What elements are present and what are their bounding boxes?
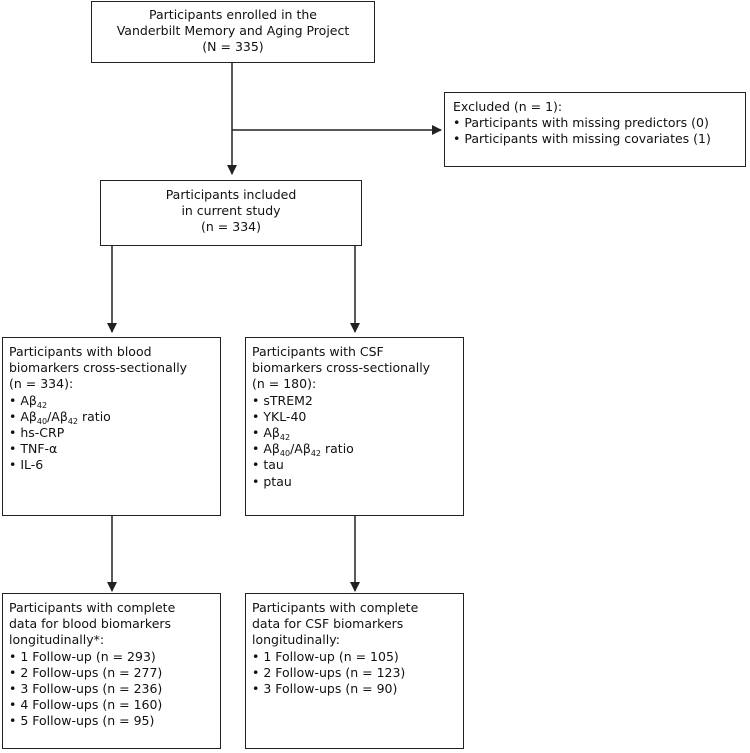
blood-long-list: 1 Follow-up (n = 293) 2 Follow-ups (n = … bbox=[9, 649, 214, 730]
biomarker-item: ptau bbox=[252, 474, 457, 490]
csf-longitudinal-box: Participants with complete data for CSF … bbox=[245, 593, 464, 749]
followup-item: 2 Follow-ups (n = 277) bbox=[9, 665, 214, 681]
excluded-item: Participants with missing predictors (0) bbox=[453, 115, 737, 131]
biomarker-item: Aβ42 bbox=[252, 425, 457, 442]
enrolled-line-3: (N = 335) bbox=[202, 39, 264, 55]
included-line-3: (n = 334) bbox=[201, 219, 261, 235]
followup-item: 1 Follow-up (n = 293) bbox=[9, 649, 214, 665]
csf-cross-sectional-box: Participants with CSF biomarkers cross-s… bbox=[245, 337, 464, 516]
biomarker-item: tau bbox=[252, 457, 457, 473]
enrolled-line-1: Participants enrolled in the bbox=[149, 7, 317, 22]
followup-item: 1 Follow-up (n = 105) bbox=[252, 649, 457, 665]
biomarker-item: YKL-40 bbox=[252, 409, 457, 425]
blood-cross-line-3: (n = 334): bbox=[9, 376, 74, 392]
blood-longitudinal-box: Participants with complete data for bloo… bbox=[2, 593, 221, 749]
blood-cross-line-2: biomarkers cross-sectionally bbox=[9, 360, 188, 376]
excluded-title: Excluded (n = 1): bbox=[453, 99, 563, 114]
csf-cross-list: sTREM2 YKL-40 Aβ42 Aβ40/Aβ42 ratio tau p… bbox=[252, 393, 457, 490]
blood-cross-list: Aβ42 Aβ40/Aβ42 ratio hs-CRP TNF-α IL-6 bbox=[9, 393, 214, 474]
blood-long-line-3: longitudinally*: bbox=[9, 632, 105, 648]
biomarker-item: Aβ42 bbox=[9, 393, 214, 410]
excluded-box: Excluded (n = 1): Participants with miss… bbox=[444, 92, 746, 167]
csf-long-line-1: Participants with complete bbox=[252, 600, 419, 615]
followup-item: 4 Follow-ups (n = 160) bbox=[9, 697, 214, 713]
biomarker-item: TNF-α bbox=[9, 441, 214, 457]
blood-cross-sectional-box: Participants with blood biomarkers cross… bbox=[2, 337, 221, 516]
excluded-item: Participants with missing covariates (1) bbox=[453, 131, 737, 147]
csf-cross-line-1: Participants with CSF bbox=[252, 344, 384, 359]
biomarker-item: Aβ40/Aβ42 ratio bbox=[252, 441, 457, 458]
biomarker-item: Aβ40/Aβ42 ratio bbox=[9, 409, 214, 426]
included-line-2: in current study bbox=[181, 203, 281, 219]
followup-item: 2 Follow-ups (n = 123) bbox=[252, 665, 457, 681]
biomarker-item: IL-6 bbox=[9, 457, 214, 473]
followup-item: 3 Follow-ups (n = 236) bbox=[9, 681, 214, 697]
csf-long-line-2: data for CSF biomarkers bbox=[252, 616, 404, 632]
csf-cross-line-3: (n = 180): bbox=[252, 376, 317, 392]
excluded-list: Participants with missing predictors (0)… bbox=[453, 115, 737, 147]
enrolled-box: Participants enrolled in the Vanderbilt … bbox=[91, 1, 375, 63]
enrolled-line-2: Vanderbilt Memory and Aging Project bbox=[116, 23, 350, 39]
blood-long-line-2: data for blood biomarkers bbox=[9, 616, 172, 632]
followup-item: 3 Follow-ups (n = 90) bbox=[252, 681, 457, 697]
included-box: Participants included in current study (… bbox=[100, 180, 362, 246]
blood-cross-line-1: Participants with blood bbox=[9, 344, 152, 359]
csf-long-line-3: longitudinally: bbox=[252, 632, 340, 648]
followup-item: 5 Follow-ups (n = 95) bbox=[9, 713, 214, 729]
csf-long-list: 1 Follow-up (n = 105) 2 Follow-ups (n = … bbox=[252, 649, 457, 698]
blood-long-line-1: Participants with complete bbox=[9, 600, 176, 615]
biomarker-item: sTREM2 bbox=[252, 393, 457, 409]
included-line-1: Participants included bbox=[165, 187, 297, 202]
biomarker-item: hs-CRP bbox=[9, 425, 214, 441]
csf-cross-line-2: biomarkers cross-sectionally bbox=[252, 360, 431, 376]
